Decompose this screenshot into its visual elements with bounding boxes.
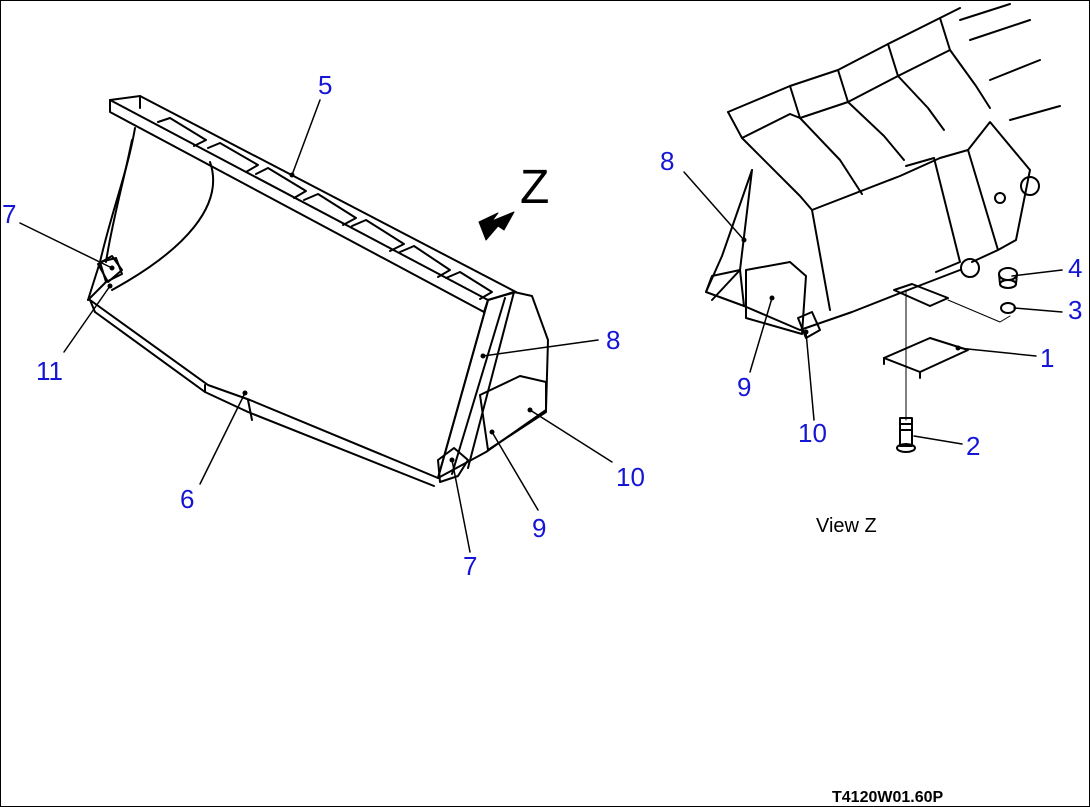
callout-5: 5 [318,70,333,100]
callout-7-bottom: 7 [463,551,478,581]
side-wear-plate-view [745,261,807,335]
callout-8-right: 8 [660,146,675,176]
bottom-wear-plate [89,299,439,487]
right-side-plate [437,291,549,479]
callout-8-left: 8 [606,325,621,355]
nut-icon [998,267,1018,289]
left-leader-lines [19,99,613,553]
callout-9-left: 9 [532,513,547,543]
callout-9-right: 9 [737,372,752,402]
side-wear-plate [479,375,547,451]
view-z-arrow-icon [478,211,515,241]
left-leader-dots [107,172,533,463]
callout-10-left: 10 [616,462,645,492]
hinge-bore-2 [1020,176,1040,196]
right-leader-lines [683,171,1063,445]
callout-1: 1 [1040,343,1055,373]
cutting-edge-strip [109,95,517,313]
right-leader-dots [741,237,961,351]
callout-11: 11 [36,356,63,386]
bucket-assembly [19,95,613,553]
shim-plate [883,337,969,373]
corner-piece-right [437,447,469,483]
mounting-bracket [893,283,949,307]
hinge-bore-1 [960,258,980,278]
bolt-icon [896,417,916,453]
bucket-shell-curve [111,161,215,291]
view-z-detail [683,3,1063,453]
callout-3: 3 [1068,295,1083,325]
callout-7-left: 7 [2,199,17,229]
callout-6: 6 [180,484,195,514]
callout-10-right: 10 [798,418,827,448]
callout-2: 2 [966,431,981,461]
washer-icon [1000,302,1016,314]
corner-piece-left [97,255,123,283]
view-z-letter: Z [520,161,550,214]
drawing-code: T4120W01.60P [832,789,944,806]
callout-4: 4 [1068,253,1083,283]
view-caption: View Z [816,515,877,537]
left-side-plate [87,127,136,301]
